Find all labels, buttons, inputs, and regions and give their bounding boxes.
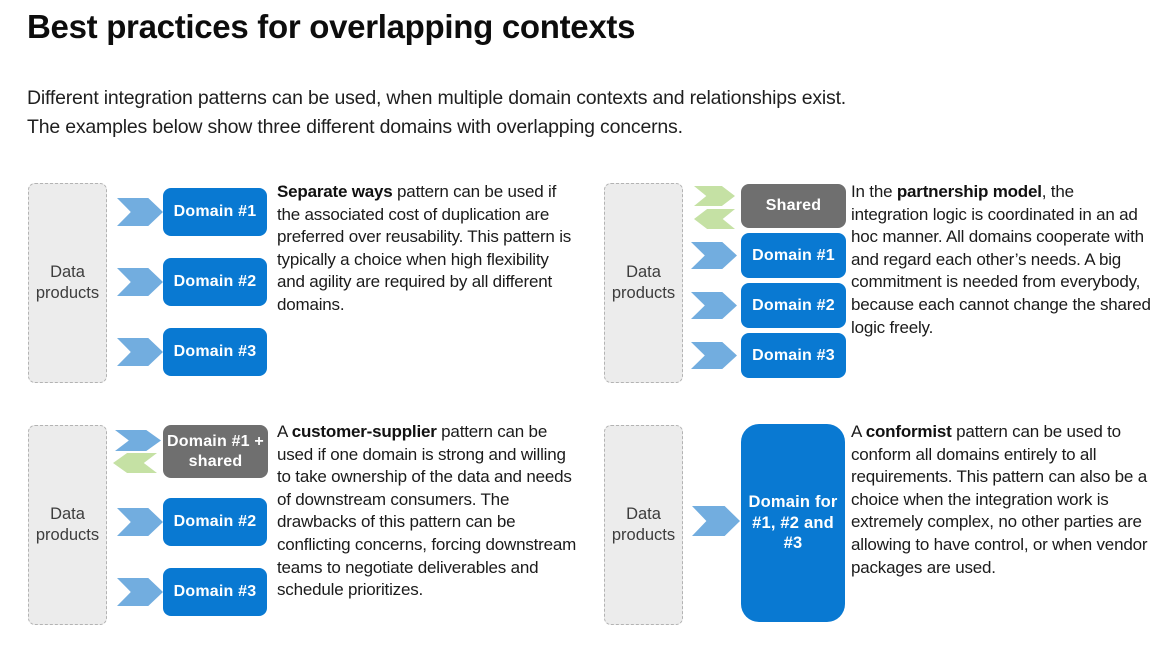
domain-box: Domain #1 <box>741 233 846 278</box>
domain-box-label: Domain #3 <box>752 346 835 364</box>
domain-box-label: Domain #1 <box>752 246 835 264</box>
data-products-box: Data products <box>604 425 683 625</box>
arrow-right-icon <box>692 506 740 536</box>
domain-box-label: Domain #2 <box>173 513 257 530</box>
pattern-description-customer-supplier: A customer-supplier pattern can be used … <box>277 422 577 600</box>
domain-shared-box-label: Domain #1 + shared <box>167 432 264 470</box>
domain-box-label: Domain #1 <box>173 203 257 220</box>
domain-box: Domain #2 <box>163 258 267 306</box>
pattern-description-conformist: A conformist pattern can be used to conf… <box>851 422 1148 577</box>
arrow-right-icon <box>117 268 163 296</box>
page-title: Best practices for overlapping contexts <box>27 8 636 45</box>
domain-box: Domain #3 <box>741 333 846 378</box>
domain-box: Domain #2 <box>163 498 267 546</box>
arrow-right-icon <box>694 186 735 206</box>
data-products-label: Data products <box>35 262 100 302</box>
arrow-right-icon <box>115 430 161 451</box>
pattern-description-separate-ways: Separate ways pattern can be used if the… <box>277 182 572 314</box>
shared-box: Shared <box>741 184 846 228</box>
domain-box-label: Domain #2 <box>752 296 835 314</box>
shared-box-label: Shared <box>765 197 822 214</box>
arrow-right-icon <box>691 342 737 369</box>
arrow-right-icon <box>117 508 163 536</box>
data-products-box: Data products <box>28 425 107 625</box>
domain-box: Domain #1 <box>163 188 267 236</box>
data-products-label: Data products <box>611 262 676 302</box>
domain-box: Domain #3 <box>163 328 267 376</box>
arrow-left-icon <box>113 453 157 473</box>
data-products-box: Data products <box>604 183 683 383</box>
data-products-box: Data products <box>28 183 107 383</box>
domain-box-label: Domain #2 <box>173 273 257 290</box>
arrow-right-icon <box>691 292 737 319</box>
domain-for-all-box: Domain for #1, #2 and #3 <box>741 424 845 622</box>
arrow-right-icon <box>691 242 737 269</box>
pattern-description-partnership: In the partnership model, the integratio… <box>851 182 1151 337</box>
domain-box: Domain #2 <box>741 283 846 328</box>
domain-box-label: Domain #3 <box>173 343 257 360</box>
arrow-right-icon <box>117 578 163 606</box>
data-products-label: Data products <box>611 504 676 544</box>
domain-box: Domain #3 <box>163 568 267 616</box>
slide-subtitle: Different integration patterns can be us… <box>27 87 847 138</box>
data-products-label: Data products <box>35 504 100 544</box>
domain-shared-box: Domain #1 + shared <box>163 425 268 478</box>
domain-for-all-box-label: Domain for #1, #2 and #3 <box>748 493 838 553</box>
arrow-right-icon <box>117 338 163 366</box>
domain-box-label: Domain #3 <box>173 583 257 600</box>
arrow-left-icon <box>694 209 735 229</box>
arrow-right-icon <box>117 198 163 226</box>
